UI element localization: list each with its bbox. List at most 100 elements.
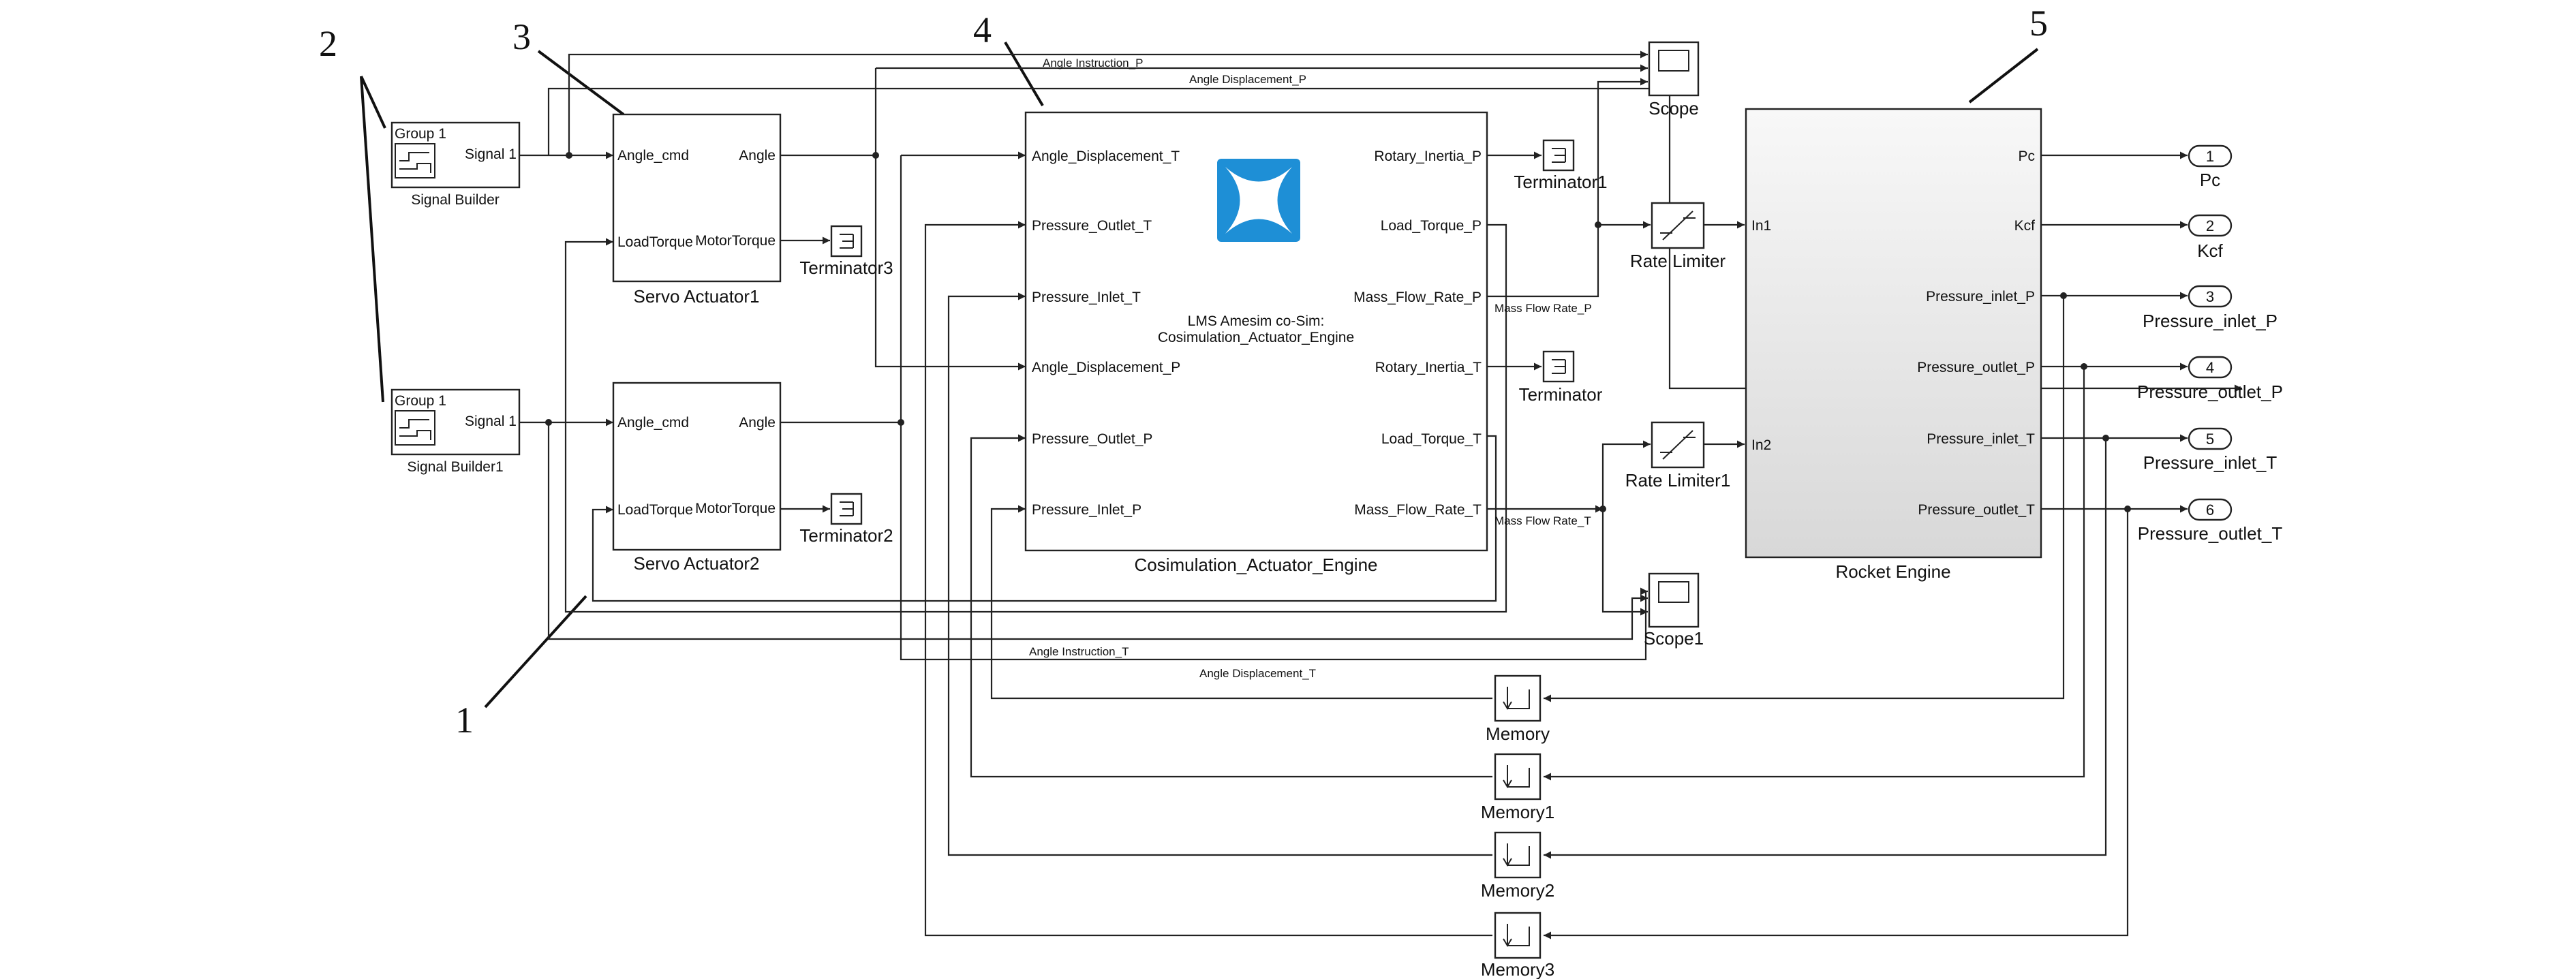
rate-limiter[interactable]: Rate Limiter: [1630, 202, 1726, 271]
memory[interactable]: Memory: [1486, 674, 1550, 744]
engine-out-label: Kcf: [2014, 218, 2036, 234]
signal-label-angle-displacement-p: Angle Displacement_P: [1189, 73, 1306, 86]
servo-actuator-1[interactable]: Angle_cmd LoadTorque Angle MotorTorque S…: [612, 113, 782, 307]
terminator-2[interactable]: Terminator2: [799, 493, 893, 546]
cosim-out-label: Mass_Flow_Rate_P: [1353, 290, 1482, 305]
outport-number: 6: [2206, 501, 2214, 518]
signal-builder[interactable]: Group 1 Signal 1 Signal Builder: [390, 121, 521, 208]
engine-out-label: Pressure_outlet_P: [1917, 360, 2035, 375]
outport-number: 4: [2206, 359, 2214, 376]
memory-2[interactable]: Memory2: [1481, 831, 1554, 901]
callout-2: 2: [319, 23, 337, 64]
engine-out-label: Pressure_inlet_P: [1926, 289, 2035, 305]
engine-out-label: Pressure_inlet_T: [1927, 431, 2035, 447]
engine-out-label: Pc: [2018, 149, 2035, 164]
outport-number: 1: [2206, 148, 2214, 165]
outport[interactable]: 4 Pressure_outlet_P: [2137, 356, 2283, 402]
engine-out-label: Pressure_outlet_T: [1918, 502, 2035, 518]
terminator[interactable]: Terminator: [1519, 350, 1603, 405]
outport[interactable]: 6 Pressure_outlet_T: [2138, 498, 2283, 544]
cosim-in-label: Pressure_Outlet_P: [1032, 431, 1152, 447]
signal-builder-caption: Signal Builder: [411, 192, 500, 208]
outport-number: 3: [2206, 288, 2214, 305]
memory-2-caption: Memory2: [1481, 880, 1554, 901]
terminator-1[interactable]: Terminator1: [1514, 139, 1608, 192]
servo-1-in-angle-cmd: Angle_cmd: [617, 148, 689, 164]
servo-actuator-2[interactable]: Angle_cmd LoadTorque Angle MotorTorque S…: [612, 382, 782, 574]
cosim-in-label: Pressure_Outlet_T: [1032, 218, 1152, 234]
engine-in1: In1: [1751, 218, 1771, 234]
cosim-out-label: Mass_Flow_Rate_T: [1354, 502, 1482, 518]
rocket-engine-caption: Rocket Engine: [1835, 561, 1950, 582]
servo-2-out-motor-torque: MotorTorque: [695, 501, 776, 516]
servo-2-in-load-torque: LoadTorque: [617, 502, 693, 518]
cosim-in-label: Angle_Displacement_T: [1032, 149, 1180, 164]
signal-label-mass-flow-rate-t: Mass Flow Rate_T: [1494, 514, 1591, 527]
scope[interactable]: Scope: [1648, 41, 1700, 119]
terminator-1-caption: Terminator1: [1514, 172, 1607, 192]
signal-label-angle-instruction-p: Angle Instruction_P: [1043, 57, 1143, 69]
terminator-3-caption: Terminator3: [799, 258, 893, 278]
signal-labels: Angle Instruction_P Angle Displacement_P…: [1029, 57, 1592, 680]
rocket-engine[interactable]: In1 In2 Pc Kcf Pressure_inlet_P Pressure…: [1745, 108, 2042, 582]
rate-limiter-1-caption: Rate Limiter1: [1625, 470, 1731, 491]
cosimulation-actuator-engine[interactable]: Angle_Displacement_T Pressure_Outlet_T P…: [1024, 111, 1488, 575]
callout-4: 4: [973, 10, 992, 50]
signal-builder-port: Signal 1: [465, 146, 517, 162]
outport[interactable]: 5 Pressure_inlet_T: [2143, 427, 2278, 473]
signal-builder-group: Group 1: [395, 126, 446, 142]
cosim-in-label: Pressure_Inlet_T: [1032, 290, 1141, 305]
junctions: [545, 152, 2131, 512]
memory-1-caption: Memory1: [1481, 802, 1554, 822]
outport-number: 2: [2206, 217, 2214, 234]
outport-name: Pressure_outlet_P: [2137, 382, 2283, 402]
cosim-in-label: Angle_Displacement_P: [1032, 360, 1180, 375]
servo-1-in-load-torque: LoadTorque: [617, 234, 693, 250]
signal-builder-1-icon: [395, 410, 435, 446]
servo-1-out-angle: Angle: [739, 148, 776, 164]
cosim-in-label: Pressure_Inlet_P: [1032, 502, 1141, 518]
cosim-out-label: Rotary_Inertia_P: [1374, 149, 1482, 164]
cosim-outputs: Rotary_Inertia_P Load_Torque_P Mass_Flow…: [1353, 149, 1482, 518]
rate-limiter-caption: Rate Limiter: [1630, 251, 1726, 271]
outport-name: Pc: [2200, 170, 2220, 190]
rate-limiter-1[interactable]: Rate Limiter1: [1625, 421, 1731, 491]
outport[interactable]: 1 Pc: [2188, 144, 2233, 190]
cosim-inputs: Angle_Displacement_T Pressure_Outlet_T P…: [1032, 149, 1180, 518]
signal-builder-1[interactable]: Group 1 Signal 1 Signal Builder1: [390, 388, 521, 475]
outport-name: Pressure_outlet_T: [2138, 523, 2283, 544]
callout-5: 5: [2029, 3, 2048, 44]
outport-number: 5: [2206, 431, 2214, 448]
memory-blocks: Memory Memory1 Memory2 Memory3: [1481, 674, 1554, 979]
signal-label-angle-instruction-t: Angle Instruction_T: [1029, 645, 1129, 658]
outport-name: Pressure_inlet_T: [2143, 452, 2278, 473]
callouts: 2 3 4 5 1: [319, 3, 2048, 741]
outport[interactable]: 3 Pressure_inlet_P: [2143, 285, 2278, 331]
servo-2-caption: Servo Actuator2: [634, 553, 760, 574]
scope-1[interactable]: Scope1: [1644, 572, 1704, 649]
memory-1[interactable]: Memory1: [1481, 753, 1554, 822]
terminator-3[interactable]: Terminator3: [799, 225, 893, 278]
signal-label-angle-displacement-t: Angle Displacement_T: [1199, 667, 1316, 680]
cosim-out-label: Load_Torque_P: [1381, 218, 1482, 234]
signal-label-mass-flow-rate-p: Mass Flow Rate_P: [1494, 302, 1592, 315]
callout-3: 3: [512, 16, 531, 57]
memory-3[interactable]: Memory3: [1481, 912, 1554, 979]
cosim-out-label: Rotary_Inertia_T: [1375, 360, 1482, 375]
outport[interactable]: 2 Kcf: [2188, 214, 2233, 261]
outport-name: Kcf: [2197, 240, 2223, 261]
servo-1-caption: Servo Actuator1: [634, 286, 760, 307]
callout-1: 1: [455, 700, 474, 741]
outport-name: Pressure_inlet_P: [2143, 311, 2278, 331]
engine-in2: In2: [1751, 437, 1771, 453]
servo-1-out-motor-torque: MotorTorque: [695, 233, 776, 249]
signal-builder-1-caption: Signal Builder1: [407, 459, 503, 475]
memory-caption: Memory: [1486, 724, 1550, 744]
memory-3-caption: Memory3: [1481, 959, 1554, 979]
outports: 1 Pc 2 Kcf 3 Pressure_inlet_P 4 Pressure…: [2137, 144, 2283, 544]
cosim-center-line1: LMS Amesim co-Sim:: [1188, 313, 1325, 329]
signal-builder-1-group: Group 1: [395, 393, 446, 409]
scope-1-caption: Scope1: [1644, 628, 1704, 649]
scope-caption: Scope: [1649, 98, 1699, 119]
